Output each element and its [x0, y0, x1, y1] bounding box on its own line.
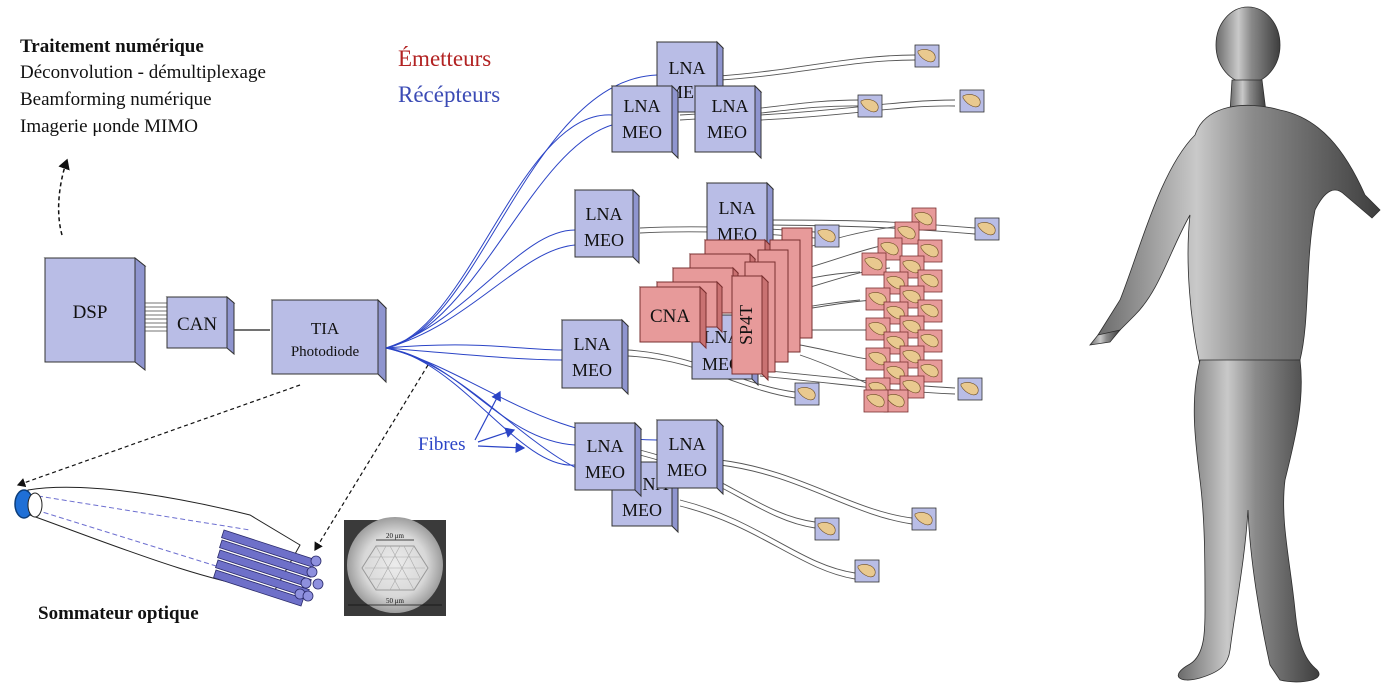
lna-meo-block: LNA MEO — [705, 181, 775, 252]
meo-label: MEO — [622, 500, 662, 520]
receiver-antenna — [814, 224, 840, 248]
receiver-antenna — [814, 517, 840, 541]
lna-label: LNA — [712, 96, 749, 116]
lna-meo-block: LNA MEO — [610, 84, 680, 160]
lna-meo-block: LNA MEO — [655, 418, 725, 496]
meo-label: MEO — [622, 122, 662, 142]
dashed-arrow-icon — [314, 364, 429, 552]
sp4t-label: SP4T — [736, 305, 756, 345]
can-block: CAN — [165, 295, 236, 356]
lna-label: LNA — [704, 327, 741, 347]
receiver-antenna — [974, 217, 1000, 241]
dsp-can-bus — [145, 302, 167, 332]
lna-label: LNA — [719, 198, 756, 218]
can-label: CAN — [177, 314, 217, 335]
processing-title: Traitement numérique — [20, 36, 204, 57]
dashed-arrow-icon — [57, 158, 70, 236]
receiver-antenna — [914, 44, 940, 68]
lna-label: LNA — [669, 58, 706, 78]
meo-label: MEO — [572, 360, 612, 380]
receiver-antenna — [959, 89, 985, 113]
lna-label: LNA — [574, 334, 611, 354]
dim-50um: 50 μm — [386, 597, 405, 605]
lna-meo-block: LNA MEO — [573, 188, 641, 265]
receiver-antenna — [854, 559, 880, 583]
lna-meo-block: LNA MEO — [560, 318, 630, 396]
processing-line: Imagerie μonde MIMO — [20, 116, 198, 137]
receiver-antenna — [794, 382, 820, 406]
dsp-block: DSP — [43, 256, 147, 372]
sp4t-stack: SP4T — [730, 227, 813, 382]
dim-20um: 20 μm — [386, 532, 405, 540]
receiver-antenna — [957, 377, 983, 401]
fibre-micrograph: 20 μm 50 μm — [344, 517, 446, 616]
legend-receivers: Récépteurs — [398, 82, 501, 107]
lna-label: LNA — [587, 436, 624, 456]
combiner-label: Sommateur optique — [38, 603, 199, 624]
receiver-antenna — [911, 507, 937, 531]
tia-block: TIA Photodiode — [270, 298, 388, 384]
meo-label: MEO — [717, 224, 757, 244]
photodiode-label: Photodiode — [291, 344, 360, 360]
processing-line: Déconvolution - démultiplexage — [20, 62, 266, 83]
meo-label: MEO — [585, 462, 625, 482]
lna-label: LNA — [624, 96, 661, 116]
lna-meo-block: LNA MEO — [573, 421, 643, 498]
receiver-antenna — [857, 94, 883, 118]
legend-emitters: Émetteurs — [398, 46, 492, 71]
antenna-array — [794, 44, 1000, 583]
lna-label: LNA — [586, 204, 623, 224]
cna-label: CNA — [650, 306, 690, 327]
meo-label: MEO — [707, 122, 747, 142]
tia-label: TIA — [311, 319, 340, 338]
processing-line: Beamforming numérique — [20, 89, 212, 110]
emitter-antenna — [861, 252, 887, 276]
fibres-arrow-icon — [477, 427, 516, 443]
fibres-arrow-icon — [477, 442, 526, 454]
fibre-bundle — [213, 529, 324, 607]
dashed-arrow-icon — [16, 384, 301, 488]
fibres-label: Fibres — [418, 434, 466, 455]
fibres-arrow-icon — [474, 390, 501, 441]
human-body-figure — [1089, 6, 1381, 683]
meo-label: MEO — [667, 460, 707, 480]
lna-label: LNA — [669, 434, 706, 454]
emitter-antenna — [863, 389, 889, 413]
dsp-label: DSP — [73, 302, 108, 323]
meo-label: MEO — [584, 230, 624, 250]
lna-meo-block: LNA MEO — [693, 84, 763, 160]
fibre-fan — [385, 74, 658, 481]
